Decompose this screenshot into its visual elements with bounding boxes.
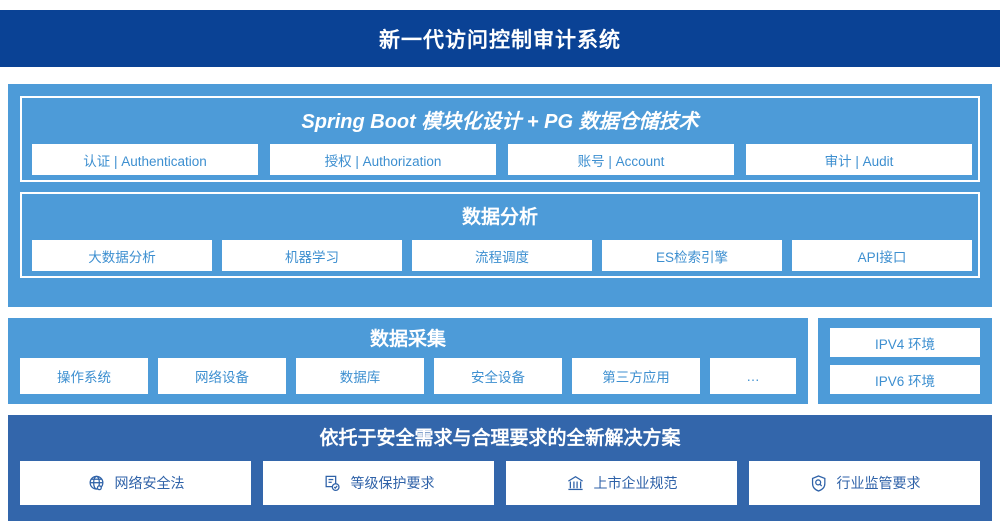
springboot-group: Spring Boot 模块化设计 + PG 数据仓储技术 认证 | Authe…: [20, 96, 980, 182]
chip-label: 行业监管要求: [836, 475, 921, 491]
springboot-chip-row: 认证 | Authentication 授权 | Authorization 账…: [32, 144, 972, 175]
ip-environment-chip-column: IPV4 环境 IPV6 环境: [830, 328, 980, 394]
chip-account[interactable]: 账号 | Account: [508, 144, 734, 175]
chip-es-search-engine[interactable]: ES检索引擎: [602, 240, 782, 271]
solution-title: 依托于安全需求与合理要求的全新解决方案: [319, 428, 681, 449]
page-title: 新一代访问控制审计系统: [379, 28, 621, 52]
chip-audit[interactable]: 审计 | Audit: [746, 144, 972, 175]
data-collection-title: 数据采集: [369, 329, 446, 350]
chip-listed-company-standard[interactable]: 上市企业规范: [506, 461, 737, 505]
bank-icon: [566, 474, 585, 493]
chip-label: 等级保护要求: [350, 475, 435, 491]
springboot-group-title: Spring Boot 模块化设计 + PG 数据仓储技术: [301, 111, 699, 133]
chip-ipv6-environment[interactable]: IPV6 环境: [830, 365, 980, 394]
document-check-icon: [323, 474, 342, 493]
chip-api-interface[interactable]: API接口: [792, 240, 972, 271]
data-collection-section: 数据采集 操作系统 网络设备 数据库 安全设备 第三方应用 …: [8, 318, 808, 404]
chip-ipv4-environment[interactable]: IPV4 环境: [830, 328, 980, 357]
chip-big-data-analysis[interactable]: 大数据分析: [32, 240, 212, 271]
analysis-group: 数据分析 大数据分析 机器学习 流程调度 ES检索引擎 API接口: [20, 192, 980, 278]
chip-database[interactable]: 数据库: [296, 358, 424, 394]
shield-search-icon: [809, 474, 828, 493]
data-collection-chip-row: 操作系统 网络设备 数据库 安全设备 第三方应用 …: [20, 358, 796, 394]
chip-authorization[interactable]: 授权 | Authorization: [270, 144, 496, 175]
solution-section: 依托于安全需求与合理要求的全新解决方案 网络安全法: [8, 415, 992, 521]
chip-operating-system[interactable]: 操作系统: [20, 358, 148, 394]
chip-process-scheduling[interactable]: 流程调度: [412, 240, 592, 271]
chip-mlps-requirement[interactable]: 等级保护要求: [263, 461, 494, 505]
chip-industry-regulation[interactable]: 行业监管要求: [749, 461, 980, 505]
chip-machine-learning[interactable]: 机器学习: [222, 240, 402, 271]
page-title-bar: 新一代访问控制审计系统: [0, 10, 1000, 67]
analysis-chip-row: 大数据分析 机器学习 流程调度 ES检索引擎 API接口: [32, 240, 972, 271]
chip-label: 网络安全法: [114, 475, 185, 491]
chip-network-device[interactable]: 网络设备: [158, 358, 286, 394]
solution-chip-row: 网络安全法 等级保护要求: [20, 461, 980, 505]
chip-label: 上市企业规范: [593, 475, 678, 491]
chip-cybersecurity-law[interactable]: 网络安全法: [20, 461, 251, 505]
platform-section: Spring Boot 模块化设计 + PG 数据仓储技术 认证 | Authe…: [8, 84, 992, 307]
chip-third-party-app[interactable]: 第三方应用: [572, 358, 700, 394]
chip-security-device[interactable]: 安全设备: [434, 358, 562, 394]
analysis-group-title: 数据分析: [461, 207, 538, 228]
ip-environment-section: IPV4 环境 IPV6 环境: [818, 318, 992, 404]
globe-icon: [87, 474, 106, 493]
chip-authentication[interactable]: 认证 | Authentication: [32, 144, 258, 175]
chip-more[interactable]: …: [710, 358, 796, 394]
